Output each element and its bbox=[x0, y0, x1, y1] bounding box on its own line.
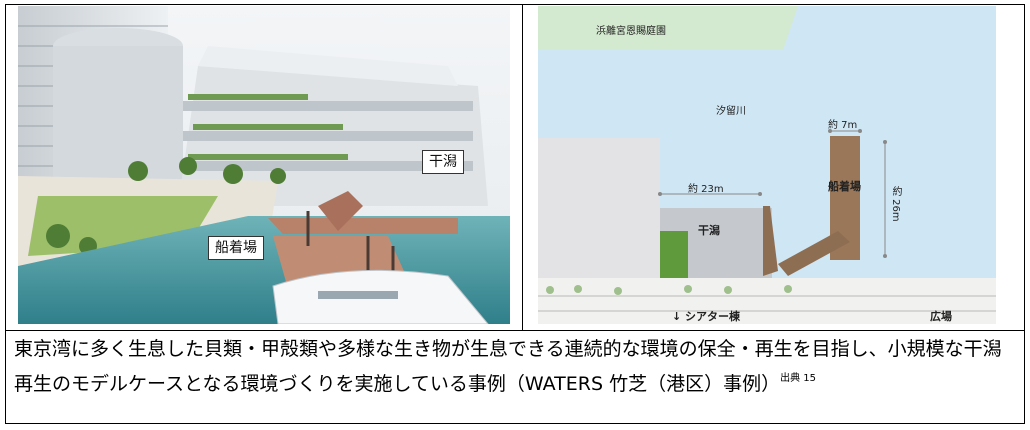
width-7m-label: 約 7m bbox=[828, 120, 858, 131]
tidal-flat-map-label: 干潟 bbox=[698, 224, 720, 237]
garden-label: 浜離宮恩賜庭園 bbox=[596, 26, 666, 37]
plan-illustration bbox=[538, 6, 996, 324]
tidal-flat-callout: 干潟 bbox=[422, 150, 464, 174]
plaza-label: 広場 bbox=[930, 310, 952, 323]
landing-map-label: 船着場 bbox=[828, 180, 861, 193]
row-divider bbox=[5, 330, 1025, 331]
waterfront-rendering: 干潟 船着場 bbox=[18, 6, 510, 324]
width-23m-label: 約 23m bbox=[688, 184, 724, 195]
height-26m-label: 約 26m bbox=[890, 186, 901, 222]
site-plan-map: 浜離宮恩賜庭園 汐留川 約 7m 約 23m 約 26m 船着場 干潟 ↓ シア… bbox=[538, 6, 996, 324]
landing-callout: 船着場 bbox=[208, 236, 264, 260]
source-note: 出典 15 bbox=[780, 373, 817, 384]
theater-label: ↓ シアター棟 bbox=[672, 310, 741, 323]
caption-text: 東京湾に多く生息した貝類・甲殻類や多様な生き物が生息できる連続的な環境の保全・再… bbox=[14, 338, 1002, 395]
column-divider bbox=[522, 4, 523, 330]
river-label: 汐留川 bbox=[716, 106, 746, 117]
rendering-illustration bbox=[18, 6, 510, 324]
figure-table bbox=[5, 4, 1025, 424]
figure-caption: 東京湾に多く生息した貝類・甲殻類や多様な生き物が生息できる連続的な環境の保全・再… bbox=[14, 335, 1016, 399]
